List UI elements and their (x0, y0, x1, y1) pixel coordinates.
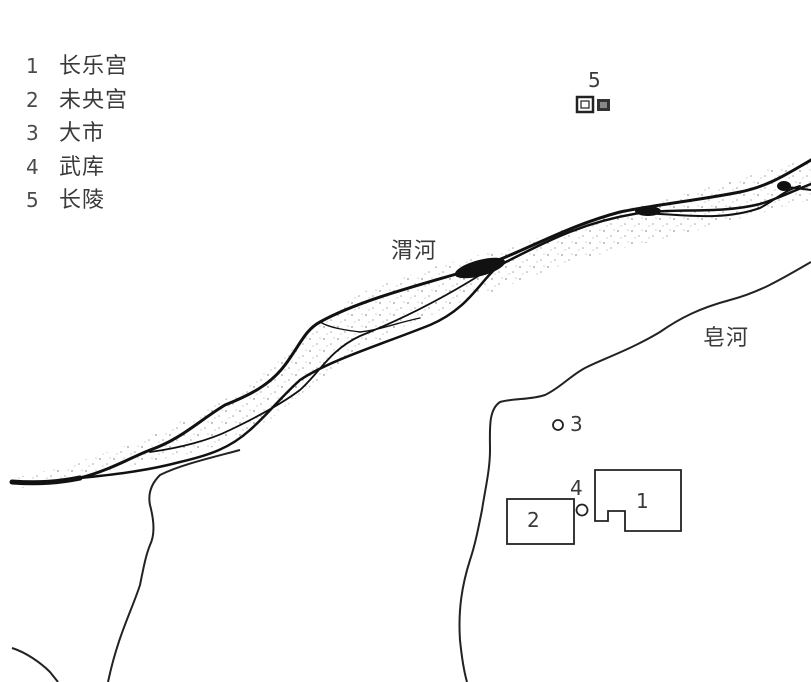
changling-tomb-symbol (575, 95, 610, 114)
wei-river-label: 渭河 (391, 239, 438, 264)
great-market-number: 3 (570, 412, 583, 436)
armory-marker (575, 503, 589, 517)
legend-number: 1 (26, 54, 39, 78)
zao-river-label: 皂河 (703, 326, 750, 351)
wei-river-confluence (454, 257, 506, 279)
zao-river (458, 261, 811, 682)
legend-item: 2 未央宫 (26, 84, 128, 118)
legend-label: 未央宫 (59, 87, 129, 113)
changle-palace-number: 1 (636, 489, 649, 513)
weiyang-palace-outline (506, 498, 575, 545)
armory-number: 4 (570, 476, 583, 500)
changling-tomb-number: 5 (588, 68, 601, 92)
wei-river-confluence (777, 181, 791, 191)
legend-item: 4 武库 (26, 151, 128, 185)
legend-label: 长乐宫 (59, 54, 129, 79)
wei-river-confluence (635, 206, 661, 216)
changle-palace-outline (594, 469, 682, 532)
legend: 1 长乐宫 2 未央宫 3 大市 4 武库 5 长陵 (26, 50, 128, 218)
legend-number: 4 (26, 154, 39, 179)
legend-item: 3 大市 (26, 117, 128, 151)
western-tributary (107, 449, 241, 682)
legend-number: 3 (26, 121, 39, 146)
great-market-marker (552, 419, 564, 431)
legend-item: 5 长陵 (26, 184, 128, 218)
wei-river (9, 158, 811, 486)
legend-label: 武库 (59, 154, 106, 180)
legend-item: 1 长乐宫 (26, 50, 128, 84)
legend-number: 5 (26, 188, 39, 213)
weiyang-palace-number: 2 (527, 508, 540, 532)
legend-label: 大市 (59, 121, 106, 147)
legend-number: 2 (26, 87, 39, 112)
southwest-stream (11, 647, 59, 682)
wei-river-floodplain (12, 158, 811, 490)
legend-label: 长陵 (59, 188, 106, 214)
